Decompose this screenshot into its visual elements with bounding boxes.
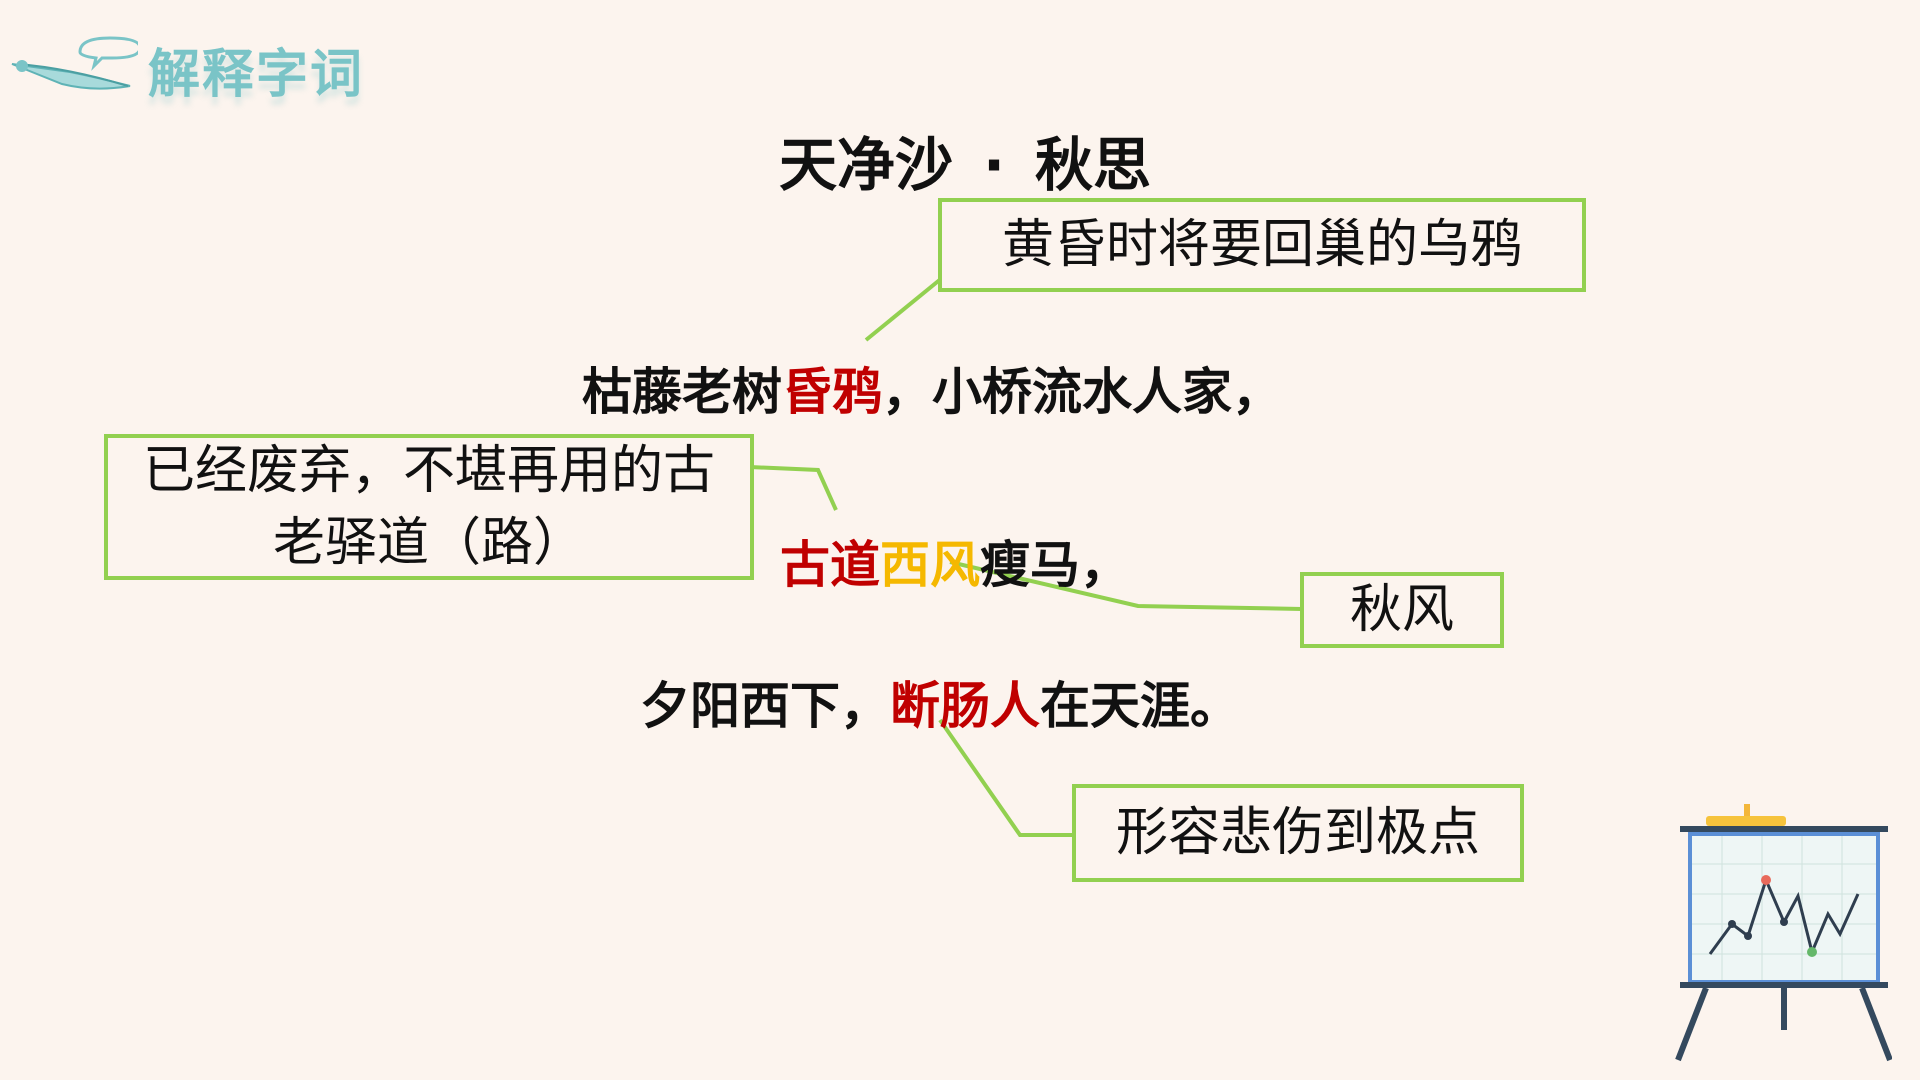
line1-part3: ，小桥流水人家，	[882, 363, 1282, 421]
section-heading: 解释字词	[148, 45, 365, 105]
highlight-gudao: 古道	[780, 536, 880, 594]
poem-title-main: 天净沙	[778, 131, 953, 199]
connector-xifeng	[949, 560, 1303, 611]
highlight-hunya: 昏鸦	[782, 363, 882, 421]
poem-line-3: 夕阳西下，断肠人在天涯。	[640, 666, 1240, 738]
note-hunya: 黄昏时将要回巢的乌鸦	[938, 198, 1586, 292]
poem-title-dot: ·	[982, 131, 1006, 199]
quill-pen-icon	[11, 36, 138, 90]
line3-part3: 在天涯。	[1040, 677, 1240, 735]
note-gudao: 已经废弃，不堪再用的古老驿道（路）	[104, 434, 754, 580]
poem-title: 天净沙 · 秋思	[0, 118, 1920, 202]
connector-duanchangren	[938, 718, 1074, 837]
note-duanchangren: 形容悲伤到极点	[1072, 784, 1524, 882]
poem-line-1: 枯藤老树昏鸦，小桥流水人家，	[582, 352, 1282, 424]
line3-part1: 夕阳西下，	[640, 677, 890, 735]
line2-part3: 瘦马，	[980, 536, 1130, 594]
connector-hunya	[864, 276, 944, 342]
chart-easel-icon	[1675, 804, 1892, 1062]
highlight-duanchangren: 断肠人	[890, 677, 1040, 735]
poem-line-2: 古道西风瘦马，	[780, 525, 1130, 597]
highlight-xifeng: 西风	[880, 536, 980, 594]
line1-part1: 枯藤老树	[582, 363, 782, 421]
poem-title-sub: 秋思	[1035, 131, 1152, 199]
connector-gudao	[749, 465, 838, 511]
note-xifeng: 秋风	[1300, 572, 1504, 648]
